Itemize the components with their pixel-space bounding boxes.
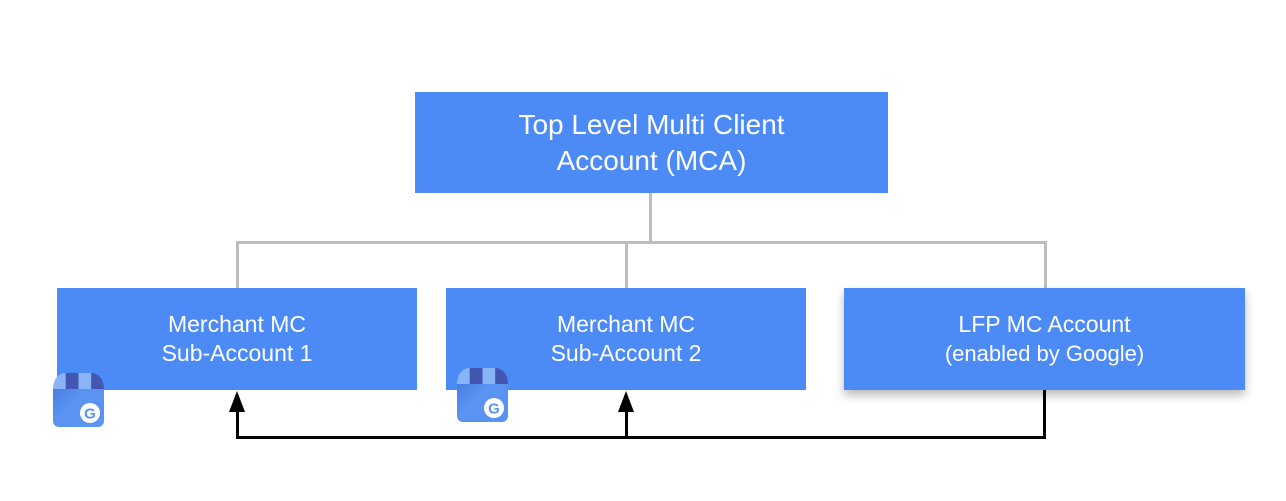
connector-horizontal-bus (236, 241, 1047, 244)
feedback-wire-up-sub-account-1 (236, 404, 239, 438)
google-my-business-icon: G (457, 368, 508, 422)
connector-drop-lfp-account (1044, 241, 1047, 289)
feedback-wire-up-sub-account-2 (625, 404, 628, 438)
node-lfp-line1: LFP MC Account (958, 311, 1131, 338)
node-top-level-mca-line2: Account (MCA) (556, 144, 747, 176)
arrowhead-icon-sub-account-1 (229, 391, 245, 412)
node-merchant-mc-sub-account-2[interactable]: Merchant MC Sub-Account 2 (446, 288, 806, 390)
arrowhead-icon-sub-account-2 (618, 391, 634, 412)
node-top-level-mca[interactable]: Top Level Multi Client Account (MCA) (415, 92, 888, 193)
node-sub-account-2-line2: Sub-Account 2 (550, 340, 702, 366)
node-sub-account-2-line1: Merchant MC (556, 310, 696, 337)
node-sub-account-1-line2: Sub-Account 1 (161, 340, 313, 366)
node-lfp-mc-account[interactable]: LFP MC Account (enabled by Google) (844, 288, 1245, 390)
svg-text:G: G (488, 401, 500, 418)
node-lfp-line2: (enabled by Google) (944, 340, 1145, 366)
feedback-wire-lfp-down (1043, 390, 1046, 439)
svg-text:G: G (84, 406, 96, 423)
node-top-level-mca-line1: Top Level Multi Client (518, 108, 785, 140)
connector-drop-sub-account-1 (236, 241, 239, 289)
connector-mca-trunk (649, 193, 652, 244)
google-my-business-icon: G (53, 373, 104, 427)
node-sub-account-1-line1: Merchant MC (167, 310, 307, 337)
connector-drop-sub-account-2 (625, 241, 628, 289)
feedback-wire-rail (236, 436, 1046, 439)
node-merchant-mc-sub-account-1[interactable]: Merchant MC Sub-Account 1 (57, 288, 417, 390)
